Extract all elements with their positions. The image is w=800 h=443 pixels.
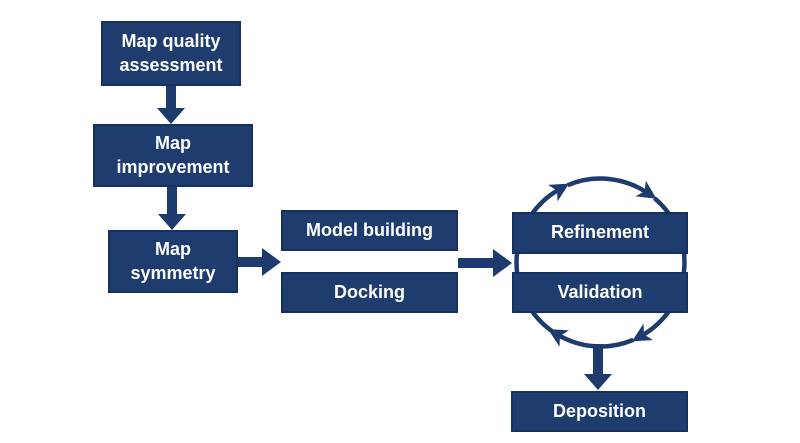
node-deposition: Deposition [511,391,688,432]
arrow-symmetry-to-modeling [238,248,281,276]
arrow-modeling-to-refinement [458,249,512,277]
node-model-building: Model building [281,210,458,251]
arrow-cycle-to-deposition [584,344,612,390]
node-docking: Docking [281,272,458,313]
arrow-improvement-to-symmetry [158,187,186,230]
node-refinement: Refinement [512,212,688,254]
node-map-improvement: Map improvement [93,124,253,187]
node-map-symmetry: Map symmetry [108,230,238,293]
cycle-arc-top [566,176,657,199]
node-map-quality-assessment: Map quality assessment [101,21,241,86]
arrow-quality-to-improvement [157,86,185,124]
cycle-circle [514,176,687,349]
cycle-arc-left [514,183,570,334]
node-validation: Validation [512,272,688,313]
